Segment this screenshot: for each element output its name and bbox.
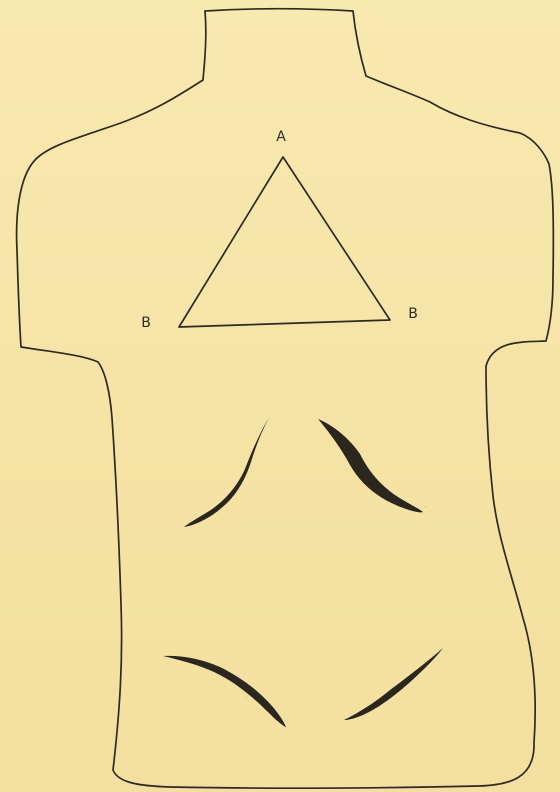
right-rib-mark	[318, 419, 423, 512]
label-b-left: B	[141, 315, 151, 331]
triangle-abb	[179, 157, 390, 327]
right-hip-mark	[344, 648, 443, 720]
torso-outline	[17, 9, 554, 788]
label-b-right: B	[408, 306, 418, 322]
left-hip-mark	[163, 656, 286, 727]
left-rib-mark	[184, 416, 270, 527]
label-a: A	[276, 129, 286, 145]
